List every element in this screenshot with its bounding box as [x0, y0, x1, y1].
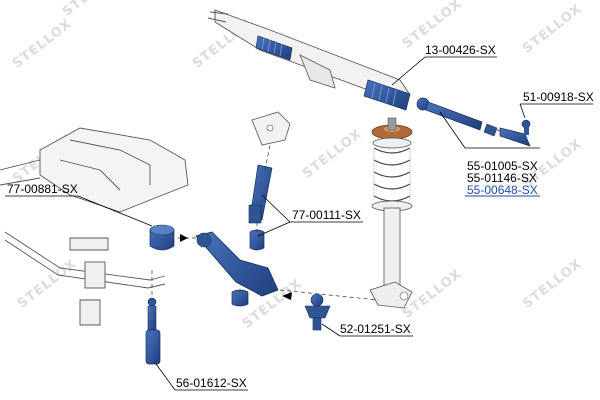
steering-rack: [207, 9, 411, 111]
arrows: [180, 234, 292, 300]
strut-bar: [248, 111, 291, 251]
ball-joint: [304, 293, 331, 331]
axial-rod: [416, 97, 498, 137]
label-stabilizer-link: 56-01612-SX: [176, 376, 247, 390]
label-tie-rod-end: 51-00918-SX: [523, 90, 594, 104]
label-steering-rack: 13-00426-SX: [425, 43, 496, 57]
label-ball-joint: 52-01251-SX: [340, 322, 411, 336]
control-arm-bushing: [149, 224, 175, 251]
tie-rod-end: [499, 119, 531, 147]
label-axial-joint-2: 55-01146-SX: [467, 171, 537, 185]
label-strut-bar-bushing: 77-00111-SX: [292, 208, 361, 222]
assembly-lines: [151, 129, 501, 301]
leader-lines: [5, 56, 593, 391]
strut-assembly: [369, 117, 413, 309]
label-bushing-left: 77-00881-SX: [7, 182, 78, 196]
stabilizer-link: [145, 297, 161, 365]
subframe: [0, 127, 189, 213]
rack-boot-left: [255, 35, 293, 61]
lower-control-arm: [195, 231, 279, 307]
label-axial-joint-3: 55-00648-SX: [467, 183, 538, 197]
rack-boot-right: [363, 79, 411, 111]
label-axial-joint-1: 55-01005-SX: [467, 159, 538, 173]
stabilizer-bar: [4, 231, 166, 326]
